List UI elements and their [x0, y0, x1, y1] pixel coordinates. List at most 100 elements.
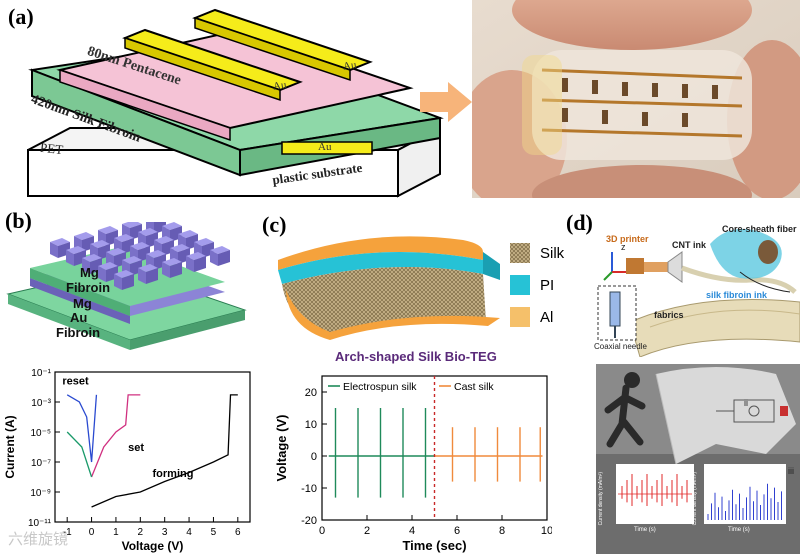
teg-xtick-label: 0	[319, 525, 325, 537]
electrode-cube-side	[210, 250, 218, 266]
electrode-cube-top	[74, 232, 94, 240]
right-arrow-icon	[420, 82, 472, 122]
iv-xtick-label: 2	[138, 527, 144, 538]
au-label-1: Au	[272, 79, 288, 93]
electrode-cube-top	[90, 240, 110, 248]
mg-bottom-label: Mg	[73, 296, 92, 311]
panel-c-label: (c)	[262, 212, 287, 237]
electrode-cube-top	[122, 256, 142, 264]
pet-label: PET	[39, 139, 64, 158]
iv-xtick-label: 6	[235, 527, 241, 538]
electrode-cube-front	[218, 250, 230, 266]
electrode-cube-top	[210, 246, 230, 254]
iv-series-recovery	[66, 431, 93, 478]
iv-ytick-label: 10⁻¹	[31, 368, 51, 379]
silk-ink-label: silk fibroin ink	[706, 290, 768, 300]
electrode-cube-top	[154, 236, 174, 244]
legend-pi: PI	[540, 277, 555, 294]
memristor-stack-diagram	[6, 222, 247, 350]
fibroin-mid-label: Fibroin	[66, 280, 111, 295]
iv-plot-frame	[54, 371, 251, 523]
label-iii: iii	[788, 466, 794, 476]
iv-xtick-label: 4	[186, 527, 192, 538]
iv-xtick-label: 1	[113, 527, 119, 538]
time-axis-label-2: Time (s)	[728, 527, 750, 533]
electrode-cube-front	[146, 268, 158, 284]
electrode-cube-side	[162, 262, 170, 278]
au-label-3: Au	[318, 141, 332, 153]
electrode-cube-top	[194, 238, 214, 246]
needle-label: Coaxial needle	[594, 342, 647, 351]
flexible-device-photo	[472, 0, 800, 198]
iv-ytick-label: 10⁻³	[31, 398, 51, 409]
panel-d-label: (d)	[566, 210, 593, 235]
silk-swatch	[510, 243, 530, 263]
cd-axis-label-2: Current density (mA/m²)	[692, 472, 698, 526]
electrode-cube-side	[50, 242, 58, 258]
cnt-ink-label: CNT ink	[672, 240, 707, 250]
device-stack-diagram	[27, 8, 444, 198]
z-axis-label: z	[621, 242, 626, 252]
teg-ytick-label: -20	[301, 515, 317, 527]
watermark: 六维旋镜	[8, 530, 69, 548]
iv-series-reset	[66, 394, 98, 463]
annotation-set: set	[128, 442, 144, 454]
panel-b-label: (b)	[5, 208, 32, 233]
fabrics-label: fabrics	[654, 310, 684, 320]
teg-xlabel: Time (sec)	[402, 538, 466, 553]
legend-electrospun: Electrospun silk	[343, 381, 417, 393]
electrode-cube-side	[138, 268, 146, 284]
au-label-2: Au	[342, 59, 358, 73]
electrode-cube-top	[130, 242, 150, 250]
teg-ylabel: Voltage (V)	[274, 415, 289, 482]
electrode-cube-top	[170, 244, 190, 252]
annotation-forming: forming	[153, 468, 194, 480]
electrode-cube-front	[122, 274, 134, 290]
teg-ytick-label: -10	[301, 483, 317, 495]
iv-ytick-label: 10⁻⁹	[30, 488, 51, 499]
wearable-sleeve-photo	[596, 364, 800, 554]
legend-silk: Silk	[540, 245, 565, 262]
fiber-label: Core-sheath fiber	[722, 224, 797, 234]
electrode-cube-top	[114, 234, 134, 242]
teg-xtick-label: 8	[499, 525, 505, 537]
electrode-cube-side	[82, 258, 90, 274]
iv-xtick-label: -1	[63, 527, 72, 538]
teg-ytick-label: 10	[305, 419, 317, 431]
legend-cast: Cast silk	[454, 381, 494, 393]
panel-a-label: (a)	[8, 4, 34, 29]
electrode-cube-top	[82, 254, 102, 262]
iv-ylabel: Current (A)	[3, 415, 17, 478]
electrode-cube-top	[186, 252, 206, 260]
cd-axis-label-1: Current density (mA/m²)	[598, 472, 604, 526]
label-ii: ii	[744, 398, 748, 408]
electrode-cube-top	[138, 228, 158, 236]
bio-teg-caption: Arch-shaped Silk Bio-TEG	[335, 349, 497, 364]
mg-top-label: Mg	[80, 265, 99, 280]
electrode-cube-top	[98, 226, 118, 234]
pi-swatch	[510, 275, 530, 295]
iv-xlabel: Voltage (V)	[122, 539, 184, 553]
time-axis-label-1: Time (s)	[634, 527, 656, 533]
electrode-cube-side	[98, 266, 106, 282]
iv-ytick-label: 10⁻⁵	[30, 428, 51, 439]
electrode-cube-top	[162, 222, 182, 230]
teg-xtick-label: 4	[409, 525, 415, 537]
electrode-cube-front	[170, 262, 182, 278]
electrode-cube-side	[114, 274, 122, 290]
iv-series-set	[90, 394, 141, 478]
teg-xtick-label: 10	[541, 525, 552, 537]
printer-label: 3D printer	[606, 234, 649, 244]
iv-series-forming	[91, 394, 238, 508]
iv-ytick-label: 10⁻⁷	[31, 458, 51, 469]
electrode-cube-top	[162, 258, 182, 266]
electrode-cube-top	[178, 230, 198, 238]
electrode-cube-front	[194, 256, 206, 272]
silk-bio-teg-diagram	[278, 236, 500, 340]
legend-al: Al	[540, 309, 554, 326]
annotation-reset: reset	[62, 375, 89, 387]
teg-ytick-label: 20	[305, 387, 317, 399]
electrode-cube-top	[66, 246, 86, 254]
